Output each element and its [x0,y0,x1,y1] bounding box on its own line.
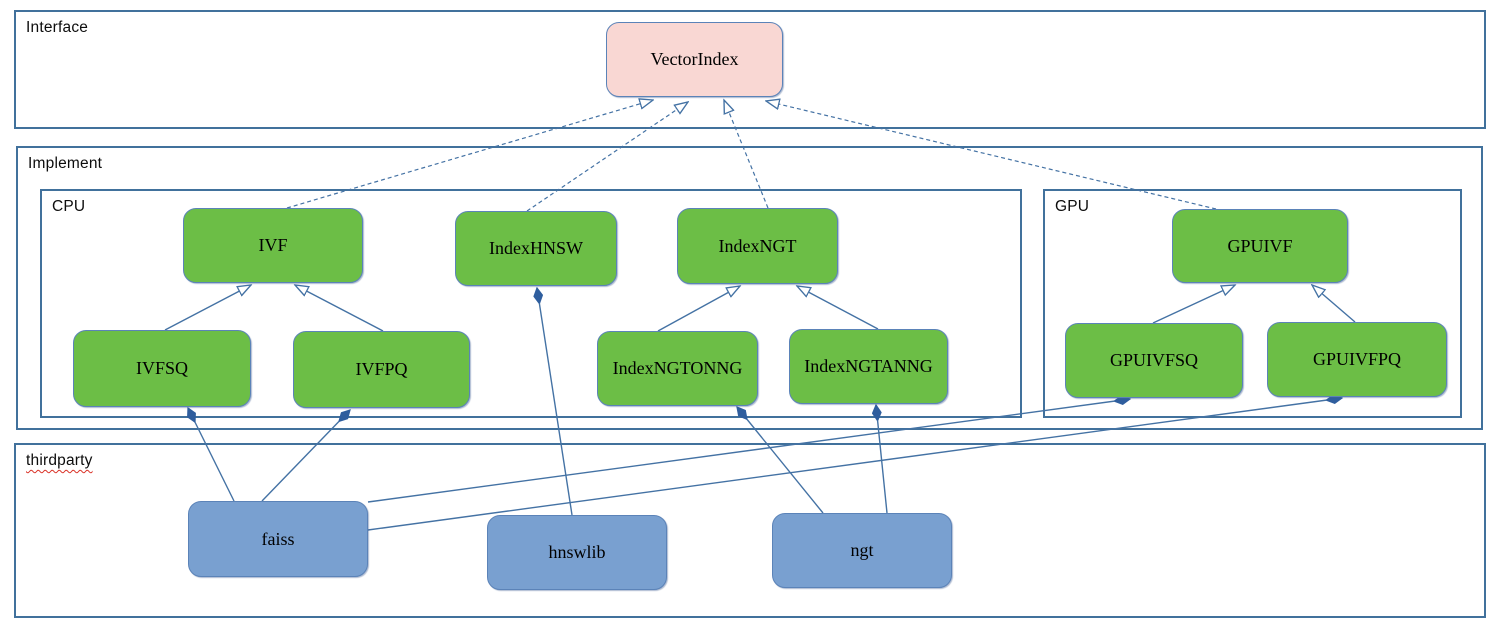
class-label-gpuivf: GPUIVF [1227,235,1293,256]
edge-realization-indexngt-to-vectorindex [724,100,769,209]
class-label-indexhnsw: IndexHNSW [489,238,583,258]
edge-composition-gpuivfsq-to-faiss [367,399,1130,503]
class-box-indexngtonng: IndexNGTONNG [597,331,758,406]
class-label-ngt: ngt [850,540,874,560]
class-box-vectorindex: VectorIndex [606,22,783,97]
class-label-ivfpq: IVFPQ [355,359,408,379]
edge-realization-ivf-to-vectorindex [286,100,653,209]
edge-composition-ivfpq-to-faiss [261,410,350,502]
section-label-implement: Implement [28,155,103,172]
class-label-ivf: IVF [258,235,288,255]
class-label-indexngt: IndexNGT [718,235,797,256]
edge-inheritance-gpuivfpq-to-gpuivf [1312,285,1356,323]
class-label-indexngtanng: IndexNGTANNG [804,356,933,376]
class-box-indexngt: IndexNGT [677,208,838,284]
class-box-indexhnsw: IndexHNSW [455,211,617,286]
edge-realization-gpuivf-to-vectorindex [766,101,1217,210]
edge-composition-gpuivfpq-to-faiss [367,398,1342,531]
edge-composition-indexhnsw-to-hnswlib [537,288,573,516]
section-gpu: GPU [1043,189,1462,418]
class-box-hnswlib: hnswlib [487,515,667,590]
class-box-ivfpq: IVFPQ [293,331,470,408]
class-box-gpuivfpq: GPUIVFPQ [1267,322,1447,397]
edge-inheritance-indexngtonng-to-indexngt [657,286,740,332]
section-cpu: CPU [40,189,1022,418]
class-label-hnswlib: hnswlib [548,542,606,562]
class-box-ivf: IVF [183,208,363,283]
edge-composition-indexngtanng-to-ngt [876,405,888,514]
class-label-gpuivfsq: GPUIVFSQ [1109,350,1199,370]
edge-composition-indexngtonng-to-ngt [737,407,824,514]
class-box-indexngtanng: IndexNGTANNG [789,329,948,404]
edge-inheritance-indexngtanng-to-indexngt [797,286,879,330]
edge-inheritance-ivfpq-to-ivf [295,285,384,332]
class-label-ivfsq: IVFSQ [135,358,188,378]
class-box-ivfsq: IVFSQ [73,330,251,407]
class-box-faiss: faiss [188,501,368,577]
section-interface: Interface [14,10,1486,129]
class-label-vectorindex: VectorIndex [650,49,739,69]
class-label-faiss: faiss [261,528,295,549]
section-label-thirdparty: thirdparty [26,452,93,469]
section-label-gpu: GPU [1055,198,1090,215]
class-box-gpuivf: GPUIVF [1172,209,1348,283]
edge-realization-indexhnsw-to-vectorindex [526,102,688,212]
class-label-indexngtonng: IndexNGTONNG [612,358,743,378]
class-box-gpuivfsq: GPUIVFSQ [1065,323,1243,398]
section-thirdparty: thirdparty [14,443,1486,618]
section-implement: Implement [16,146,1483,430]
class-box-ngt: ngt [772,513,952,588]
class-label-gpuivfpq: GPUIVFPQ [1312,349,1402,369]
section-label-interface: Interface [26,19,89,36]
edge-composition-ivfsq-to-faiss [188,408,235,502]
edge-inheritance-ivfsq-to-ivf [164,285,251,331]
section-label-cpu: CPU [52,198,86,215]
edge-inheritance-gpuivfsq-to-gpuivf [1152,285,1235,324]
